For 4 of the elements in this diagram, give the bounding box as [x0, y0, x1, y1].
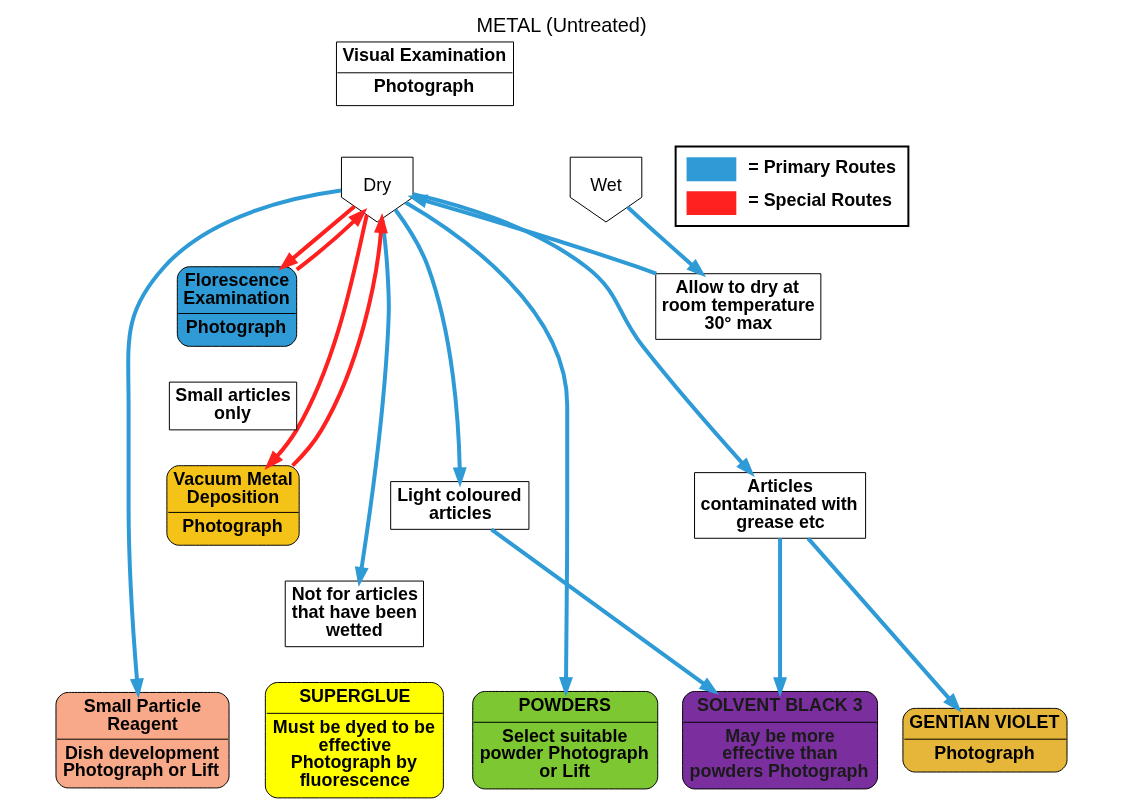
legend-label: = Primary Routes — [748, 156, 896, 177]
diagram-title: METAL (Untreated) — [476, 14, 647, 37]
node-text: Small articles only — [175, 385, 291, 424]
legend-label: = Special Routes — [748, 190, 892, 211]
